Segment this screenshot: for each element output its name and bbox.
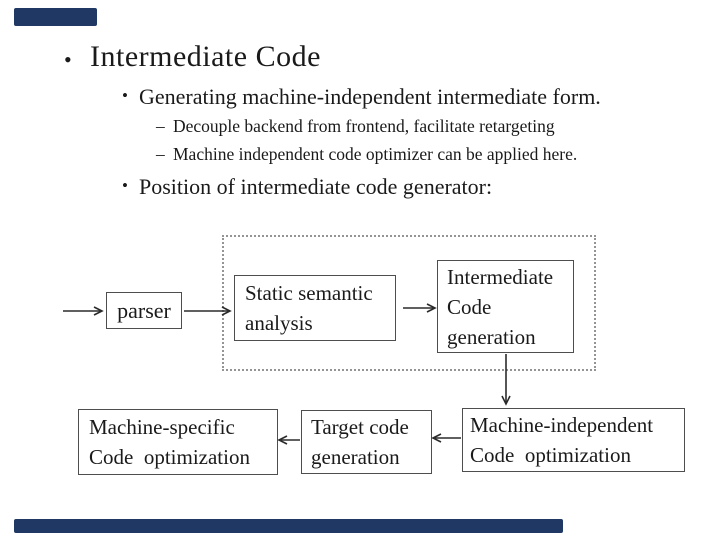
box-label-line: Code optimization	[470, 443, 631, 467]
sub-bullet-item: – Machine independent code optimizer can…	[156, 144, 676, 166]
box-label-line: Static semantic	[245, 281, 373, 305]
bullet-text: Position of intermediate code generator:	[139, 174, 493, 199]
parser-label: parser	[117, 297, 171, 323]
box-label-line: Machine-independent	[470, 413, 654, 437]
arrow-mi-to-tc	[431, 433, 461, 443]
slide-title: Intermediate Code	[90, 40, 321, 73]
intermediate-code-generation-box: Intermediate Code generation	[437, 260, 574, 353]
arrow-input-to-parser	[63, 306, 104, 316]
title-bullet-icon: •	[64, 47, 72, 72]
box-label-line: generation	[311, 445, 400, 469]
dash-icon: –	[156, 116, 165, 136]
dash-icon: –	[156, 144, 165, 164]
box-label-line: Intermediate	[447, 265, 554, 289]
arrow-tc-to-ms	[277, 435, 300, 445]
box-label-line: Code	[447, 295, 492, 319]
frontend-dotted-boundary	[222, 235, 596, 371]
bullet-item: • Position of intermediate code generato…	[122, 174, 682, 200]
machine-independent-optimization-box: Machine-independent Code optimization	[462, 408, 685, 472]
target-code-generation-box: Target code generation	[301, 410, 432, 474]
parser-box: parser	[106, 292, 182, 329]
box-label-line: Machine-specific	[89, 415, 235, 439]
box-label-line: Target code	[311, 415, 409, 439]
bullet-icon: •	[122, 176, 128, 195]
sub-bullet-item: – Decouple backend from frontend, facili…	[156, 116, 676, 138]
bullet-item: • Generating machine-independent interme…	[122, 84, 682, 110]
bullet-text: Generating machine-independent intermedi…	[139, 84, 601, 109]
slide-footer-bar	[14, 519, 563, 533]
box-label-line: Code optimization	[89, 445, 250, 469]
sub-bullet-text: Machine independent code optimizer can b…	[173, 144, 578, 164]
static-semantic-analysis-box: Static semantic analysis	[234, 275, 396, 341]
box-label-line: generation	[447, 325, 536, 349]
machine-specific-optimization-box: Machine-specific Code optimization	[78, 409, 278, 475]
sub-bullet-text: Decouple backend from frontend, facilita…	[173, 116, 555, 136]
box-label-line: analysis	[245, 311, 313, 335]
slide-accent-rectangle	[14, 8, 97, 26]
bullet-icon: •	[122, 86, 128, 105]
